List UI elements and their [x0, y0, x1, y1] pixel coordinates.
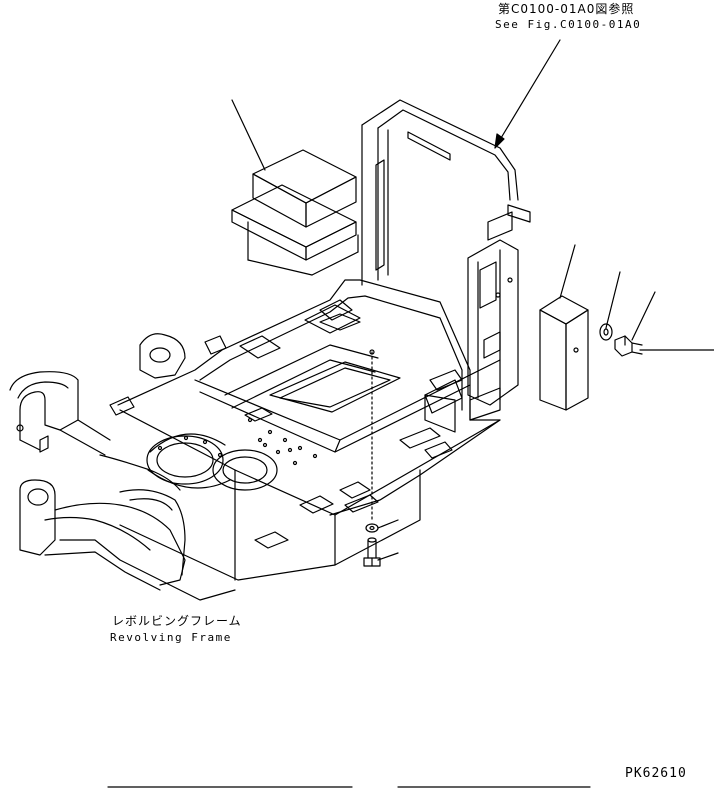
bottom-bolt — [363, 537, 381, 567]
pin-hole — [369, 349, 375, 355]
leader-washer — [605, 271, 621, 329]
slewing-ring — [146, 433, 293, 491]
figure-reference-japanese: 第C0100-01A0図参照 — [498, 2, 635, 16]
leader-figref-arrow — [494, 133, 505, 149]
frame-label-japanese: レボルビングフレーム — [112, 614, 242, 628]
frame-label-english: Revolving Frame — [110, 631, 232, 644]
battery-box — [231, 149, 359, 276]
drawing-code: PK62610 — [625, 766, 687, 781]
leader-bolt-top — [631, 291, 656, 341]
leader-bottom-bolt — [377, 552, 399, 561]
deck-holes — [247, 417, 318, 466]
boom-bracket — [9, 333, 236, 601]
bolt-horizontal — [614, 335, 643, 357]
washer — [599, 323, 613, 341]
rear-guard-frame — [361, 99, 531, 421]
figure-reference-english: See Fig.C0100-01A0 — [495, 18, 642, 31]
main-frame-outline — [109, 279, 501, 581]
leader-bottom-washer — [377, 519, 399, 529]
leader-figref — [494, 39, 561, 149]
side-box — [539, 295, 589, 411]
leader-side-box — [559, 244, 576, 299]
leader-lines — [231, 39, 714, 561]
leader-battery-box — [231, 99, 266, 171]
bottom-washer — [365, 523, 379, 533]
